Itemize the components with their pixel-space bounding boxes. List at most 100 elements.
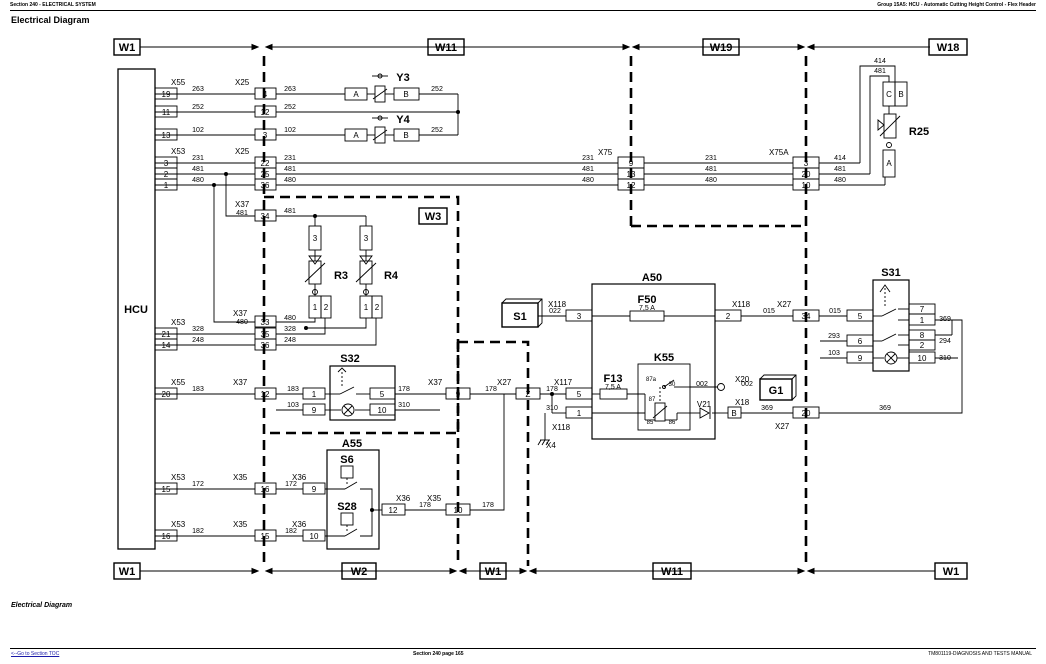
page-number: Section 240 page 165 <box>413 651 464 657</box>
footer-rule <box>10 648 1036 649</box>
pin-x35-16: 16 <box>261 485 270 494</box>
r25-label: R25 <box>909 126 929 138</box>
pin-x37-12: 12 <box>261 390 270 399</box>
r3-pin-1: 1 <box>313 303 318 312</box>
wire-328-b: 328 <box>284 326 296 333</box>
r3-pin-2: 2 <box>324 303 329 312</box>
label-x36-10: X36 <box>292 520 307 529</box>
label-x37-mid: X37 <box>233 309 248 318</box>
label-x25-top: X25 <box>235 78 250 87</box>
wire-480-c: 480 <box>582 177 594 184</box>
pin-x53-21: 21 <box>162 330 171 339</box>
inline-connector-boxes <box>254 87 820 542</box>
harness-boxes <box>113 38 968 580</box>
pin-x117-5: 5 <box>577 390 582 399</box>
label-x75a: X75A <box>769 148 789 157</box>
label-x18: X18 <box>735 398 750 407</box>
k55-label: K55 <box>654 352 674 364</box>
wire-183-b: 183 <box>287 386 299 393</box>
wire-414-b: 414 <box>874 58 886 65</box>
diagram-caption: Electrical Diagram <box>11 602 73 609</box>
label-x27-20: X27 <box>775 422 790 431</box>
r25-pin-c: C <box>886 90 892 99</box>
pin-x37-34: 34 <box>261 212 270 221</box>
wire-480-a: 480 <box>192 177 204 184</box>
wire-310-b: 310 <box>546 405 558 412</box>
pin-x37-9: 9 <box>456 390 461 399</box>
a55-label: A55 <box>342 438 362 450</box>
wire-252-d: 252 <box>431 127 443 134</box>
s31-label: S31 <box>881 267 901 279</box>
wire-178-e: 178 <box>482 502 494 509</box>
k55-pin-87: 87 <box>649 397 656 403</box>
a50-label: A50 <box>642 272 662 284</box>
label-x4: X4 <box>546 441 556 450</box>
ground-g1 <box>717 374 797 401</box>
toc-link[interactable]: <--Go to Section TOC <box>11 651 60 657</box>
r4-pin-1: 1 <box>364 303 369 312</box>
harness-w11-bottom: W11 <box>661 566 683 578</box>
label-x36-9: X36 <box>292 473 307 482</box>
harness-w1-top: W1 <box>119 42 136 54</box>
wire-015-b: 015 <box>829 308 841 315</box>
wire-252-b: 252 <box>284 104 296 111</box>
wire-310-c: 310 <box>939 355 951 362</box>
wire-481-x37b: 481 <box>284 208 296 215</box>
label-x118-right: X118 <box>732 300 751 309</box>
r4-pin-3: 3 <box>364 234 369 243</box>
wire-481-a: 481 <box>192 166 204 173</box>
s31-pin-8: 8 <box>920 331 925 340</box>
wire-002-a: 002 <box>696 381 708 388</box>
label-x117: X117 <box>554 378 573 387</box>
wire-480-f: 480 <box>236 319 248 326</box>
wire-369-a: 369 <box>761 405 773 412</box>
label-x75: X75 <box>598 148 613 157</box>
pin-x75-9: 9 <box>629 159 634 168</box>
wire-172-a: 172 <box>192 481 204 488</box>
switch-s32 <box>302 365 396 421</box>
pin-x36-12: 12 <box>389 506 398 515</box>
label-x27-34: X27 <box>777 300 792 309</box>
pin-x53-1: 1 <box>164 181 169 190</box>
pin-x35-10: 10 <box>454 506 463 515</box>
pin-x27-34: 34 <box>802 312 811 321</box>
pin-x75-12: 12 <box>627 181 636 190</box>
wire-248-b: 248 <box>284 337 296 344</box>
harness-w18-top: W18 <box>937 42 960 54</box>
label-x35-10: X35 <box>427 494 442 503</box>
junction-dots <box>212 110 554 512</box>
harness-boundaries <box>262 56 808 566</box>
y3-label: Y3 <box>396 72 409 84</box>
hcu-label: HCU <box>124 304 148 316</box>
label-x37-12: X37 <box>233 378 248 387</box>
k55-pin-86: 86 <box>669 420 676 426</box>
pin-x37-35: 35 <box>261 330 270 339</box>
r4-pin-2: 2 <box>375 303 380 312</box>
wire-481-d: 481 <box>705 166 717 173</box>
s28-label: S28 <box>337 501 357 513</box>
wire-231-d: 231 <box>705 155 717 162</box>
s32-label: S32 <box>340 353 360 365</box>
page-title: Electrical Diagram <box>11 15 90 25</box>
pin-x53-15: 15 <box>162 485 171 494</box>
wire-178-b: 178 <box>485 386 497 393</box>
f50-label: F50 <box>638 294 657 306</box>
harness-w1-mid-bottom: W1 <box>485 566 502 578</box>
wire-178-c: 178 <box>546 386 558 393</box>
wire-481-b: 481 <box>284 166 296 173</box>
harness-w19-top: W19 <box>710 42 733 54</box>
wire-231-a: 231 <box>192 155 204 162</box>
r25-pin-b: B <box>898 90 903 99</box>
wire-480-b: 480 <box>284 177 296 184</box>
wire-480-x37: 480 <box>284 315 296 322</box>
manual-name: TM801119-DIAGNOSIS AND TESTS MANUAL <box>928 651 1032 657</box>
label-x53-mid: X53 <box>171 318 186 327</box>
s32-pin-9: 9 <box>312 406 317 415</box>
solenoid-y3 <box>344 73 420 103</box>
wire-414-a: 414 <box>834 155 846 162</box>
pin-x75a-3: 3 <box>804 159 809 168</box>
wire-231-c: 231 <box>582 155 594 162</box>
pin-x25-22: 22 <box>261 159 270 168</box>
y3-pin-b: B <box>403 90 408 99</box>
